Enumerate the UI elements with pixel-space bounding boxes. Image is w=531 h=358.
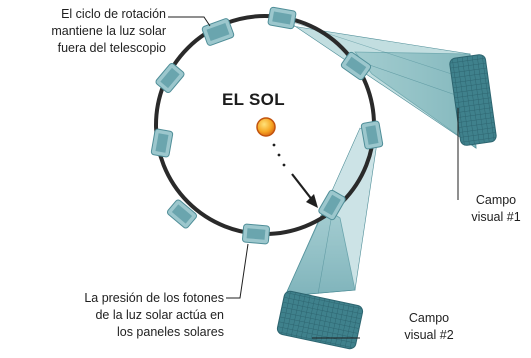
- photon-pressure-arrow: [272, 143, 318, 208]
- satellite-right: [360, 120, 384, 150]
- leader-lines: [168, 16, 459, 339]
- field-1-patch: [449, 54, 497, 146]
- field-2-label: Campo visual #2: [404, 311, 454, 342]
- photon-pressure-note: La presión de los fotones de la luz sola…: [84, 291, 224, 339]
- satellite-bottom-left: [166, 199, 198, 229]
- satellite-left: [150, 128, 174, 158]
- field-1-label: Campo visual #1: [471, 193, 521, 224]
- sun: [256, 117, 276, 137]
- rotation-note: El ciclo de rotación mantiene la luz sol…: [51, 7, 166, 55]
- field-2-patch: [276, 290, 364, 350]
- satellite-bottom: [242, 223, 270, 245]
- satellite-top: [267, 6, 297, 30]
- satellite-top-right: [340, 51, 372, 81]
- satellite-upper-left: [155, 62, 185, 94]
- sun-title: EL SOL: [222, 90, 285, 109]
- satellite-bottom-right: [318, 189, 346, 221]
- satellite-top-left: [201, 18, 235, 46]
